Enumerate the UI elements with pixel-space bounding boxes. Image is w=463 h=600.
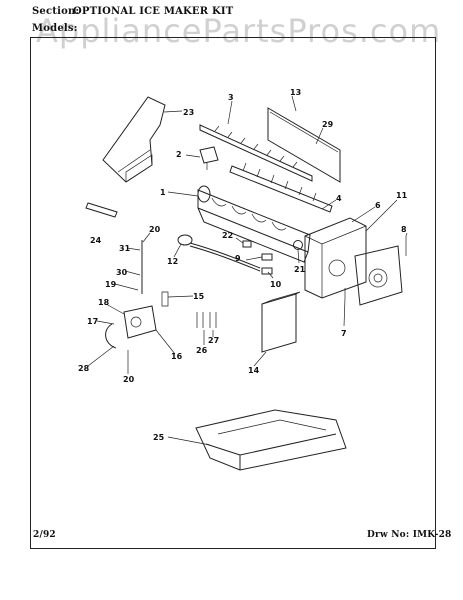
callout-28: 28	[78, 364, 90, 373]
part-slide-bar	[85, 202, 118, 218]
callout-1: 1	[160, 188, 166, 197]
leader-lines	[87, 95, 408, 446]
callout-24: 24	[90, 236, 102, 245]
callout-27: 27	[208, 336, 219, 345]
section-title: OPTIONAL ICE MAKER KIT	[73, 6, 234, 17]
footer-date: 2/92	[33, 530, 56, 540]
part-water-valve	[105, 240, 169, 349]
callout-6: 6	[375, 201, 381, 210]
callout-9: 9	[235, 254, 241, 263]
part-ejector	[229, 162, 333, 213]
callout-20a: 20	[149, 225, 161, 234]
callout-12: 12	[167, 257, 178, 266]
diagram-frame	[30, 37, 436, 549]
callout-10: 10	[270, 280, 282, 289]
part-screws-right	[344, 236, 407, 298]
part-stripper-plate	[267, 107, 341, 183]
callout-17: 17	[87, 317, 98, 326]
footer-drawing-number: Drw No: IMK-28	[367, 530, 452, 540]
callout-22: 22	[222, 231, 233, 240]
callout-25-visible: 25	[153, 433, 165, 442]
part-screws	[196, 312, 217, 328]
part-bracket-small	[199, 146, 219, 170]
callout-30: 30	[116, 268, 128, 277]
part-rail	[199, 124, 313, 182]
part-mounting-plate	[354, 245, 403, 306]
part-cover-box	[261, 291, 301, 353]
callout-23: 23	[183, 108, 194, 117]
callout-2: 2	[176, 150, 182, 159]
callout-21: 21	[294, 265, 306, 274]
callout-31: 31	[119, 244, 131, 253]
part-ice-bin	[195, 409, 347, 471]
callout-3: 3	[228, 93, 234, 102]
callout-numbers: 3 13 23 29 2 1 4 6 5 11 8 22 20 31 12 9 …	[78, 88, 408, 442]
callout-7: 7	[341, 329, 347, 338]
callout-26: 26	[196, 346, 208, 355]
part-connector-clips	[261, 253, 273, 275]
callout-14: 14	[248, 366, 260, 375]
callout-4: 4	[336, 194, 342, 203]
callout-18: 18	[98, 298, 110, 307]
callout-20b: 20	[123, 375, 135, 384]
part-ice-mold	[197, 185, 311, 263]
part-mounting-cover	[102, 96, 166, 183]
callout-8: 8	[401, 225, 407, 234]
callout-15: 15	[193, 292, 205, 301]
part-clip	[242, 240, 252, 248]
callout-29: 29	[322, 120, 334, 129]
part-thermostat	[293, 240, 303, 250]
models-label: Models:	[32, 23, 78, 34]
callout-19: 19	[105, 280, 117, 289]
part-heater-harness	[177, 234, 261, 272]
section-label: Section:	[32, 6, 80, 17]
part-control-housing	[304, 217, 367, 299]
callout-11: 11	[396, 191, 408, 200]
callout-13: 13	[290, 88, 301, 97]
callout-16: 16	[171, 352, 183, 361]
